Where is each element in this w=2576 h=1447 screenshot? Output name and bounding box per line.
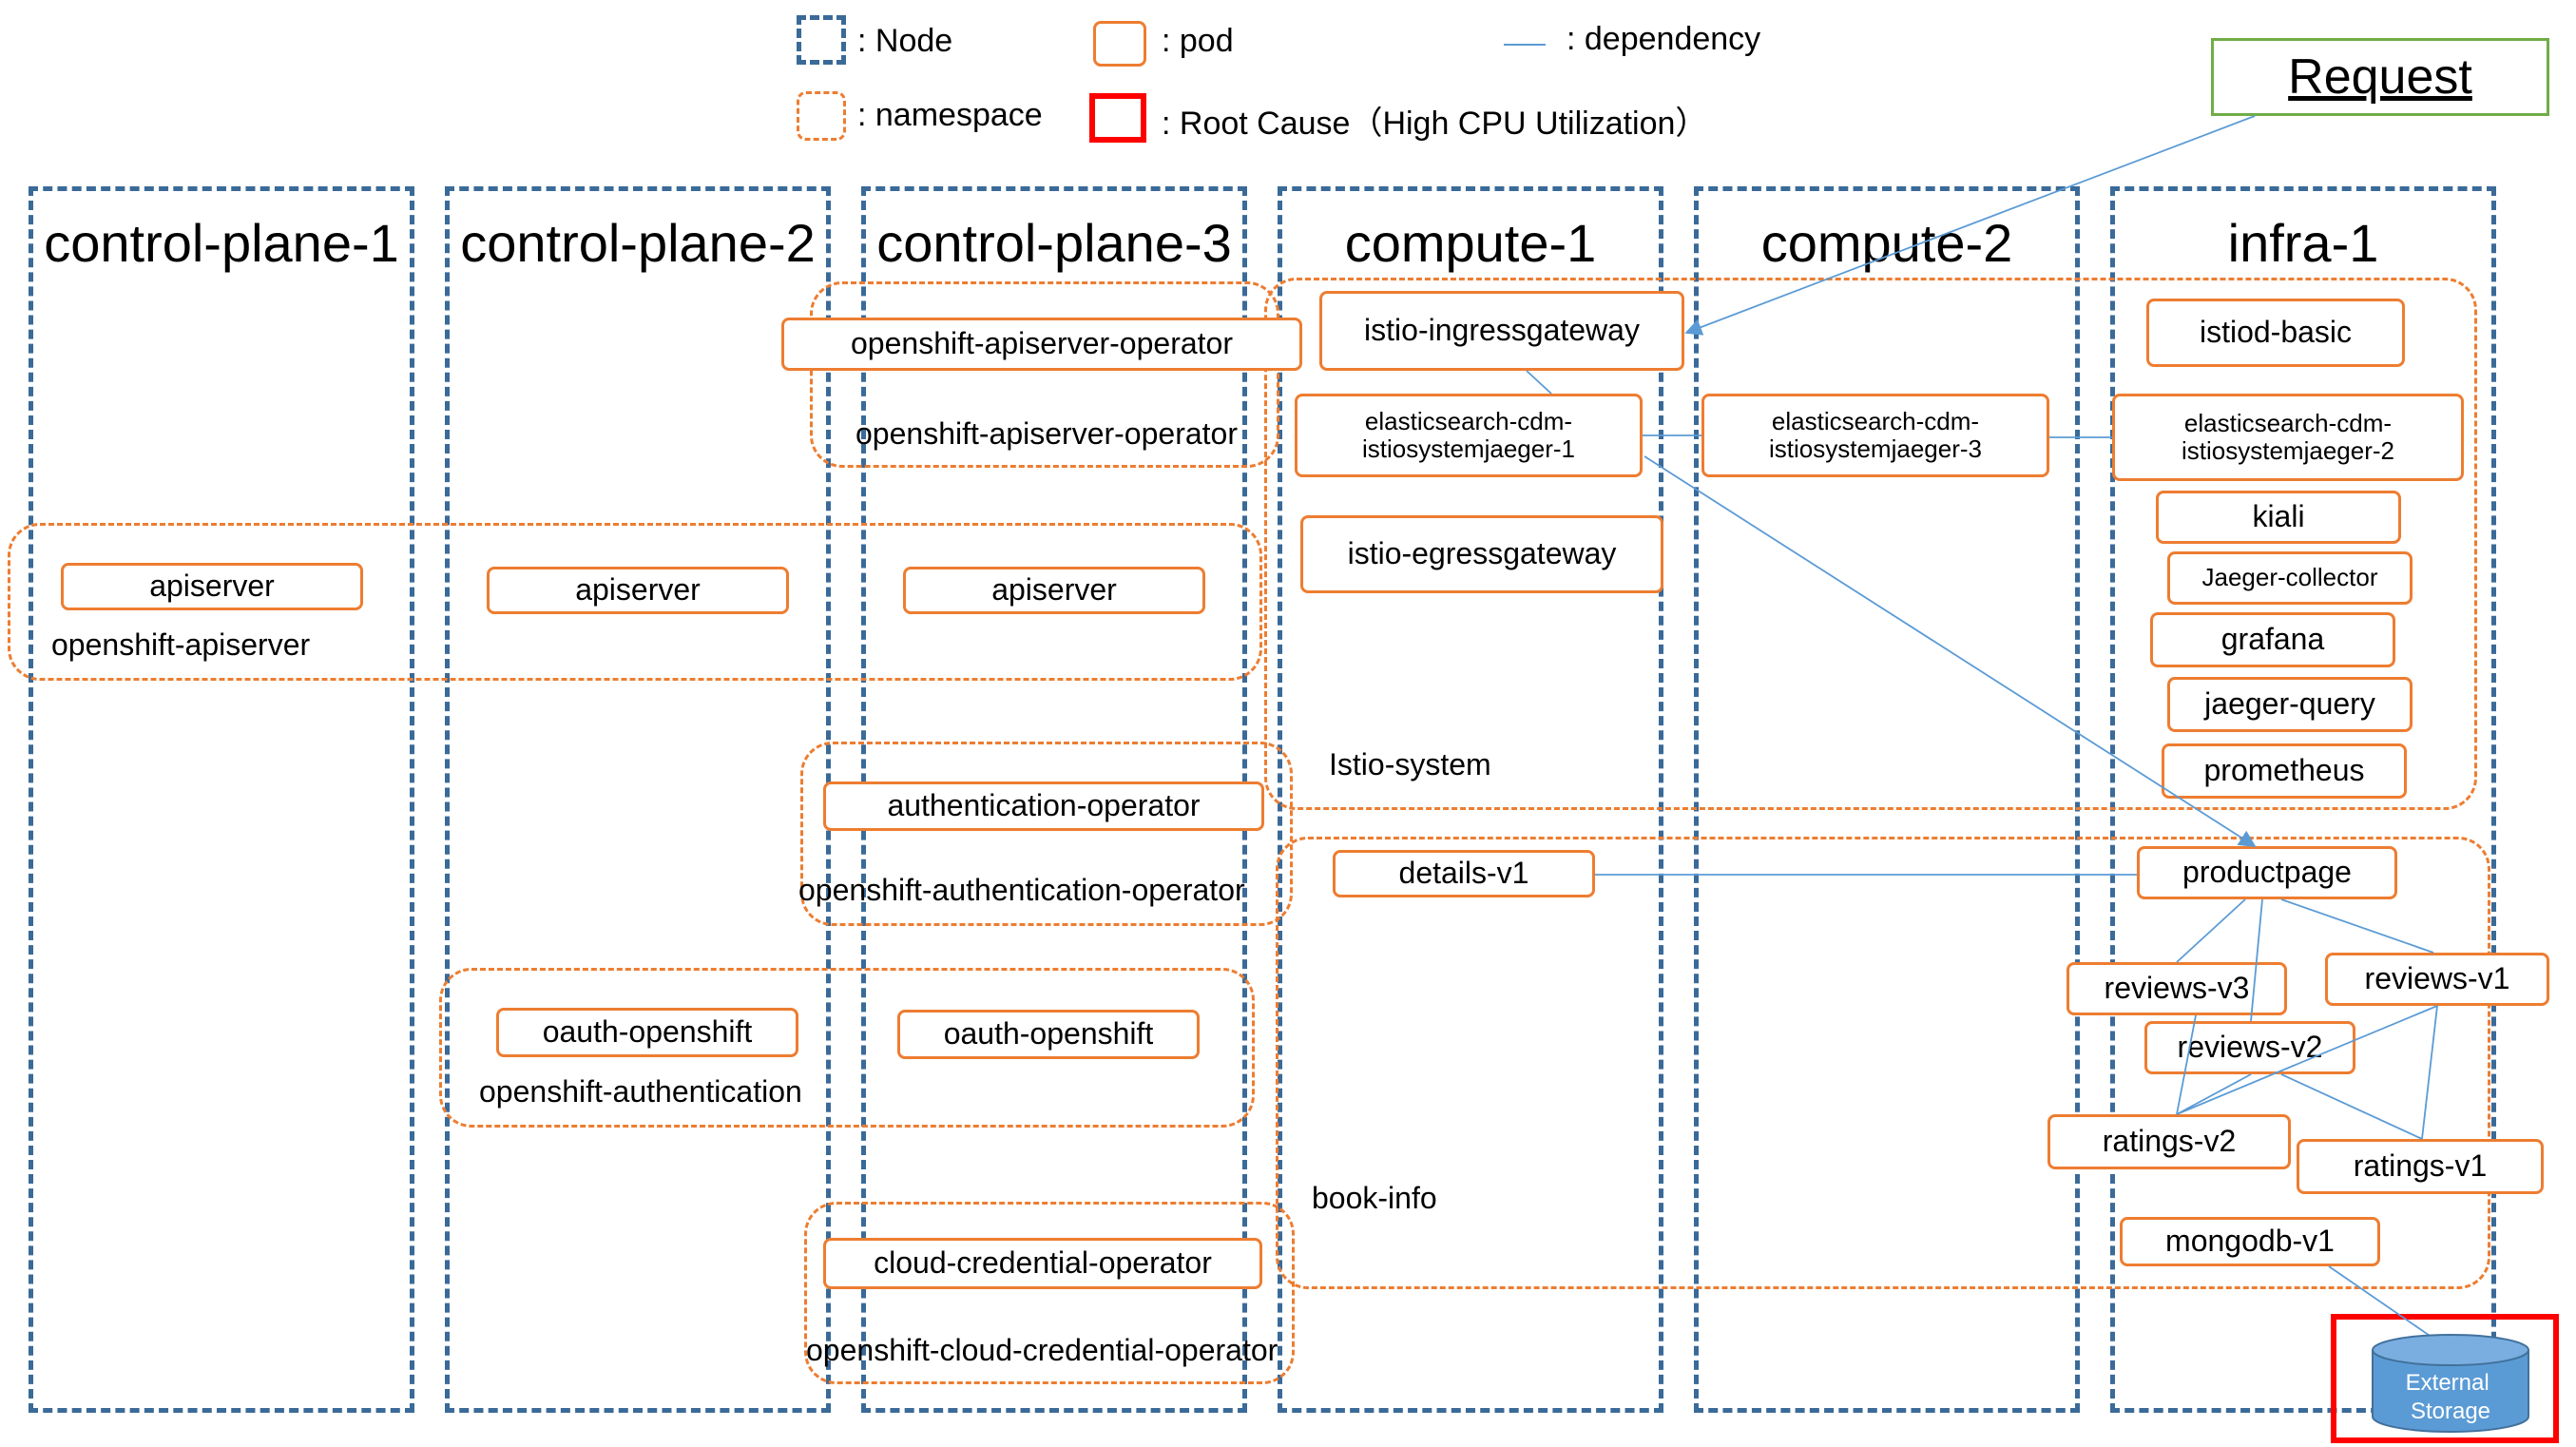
pod-jaeger-query: jaeger-query <box>2167 677 2413 732</box>
namespace-label: Istio-system <box>1329 747 1491 781</box>
namespace-label: book-info <box>1312 1181 1437 1215</box>
node-title: control-plane-1 <box>44 213 399 273</box>
legend-pod-swatch <box>1093 21 1146 67</box>
namespace-label: openshift-apiserver-operator <box>855 416 1238 451</box>
pod-reviews-v1: reviews-v1 <box>2325 953 2549 1006</box>
namespace-openshift-apiserver <box>8 523 1262 681</box>
legend-root-cause-swatch <box>1089 93 1146 143</box>
pod-apiserver-cp3: apiserver <box>903 567 1205 614</box>
pod-istiod-basic: istiod-basic <box>2146 299 2405 367</box>
pod-oauth-openshift-cp2: oauth-openshift <box>496 1008 798 1057</box>
pod-ratings-v2: ratings-v2 <box>2047 1114 2291 1169</box>
namespace-openshift-cloud-credential-operator <box>804 1202 1295 1384</box>
pod-prometheus: prometheus <box>2162 743 2407 799</box>
pod-openshift-apiserver-operator: openshift-apiserver-operator <box>781 318 1302 371</box>
legend-namespace-label: : namespace <box>857 97 1043 133</box>
node-control-plane-1: control-plane-1 <box>29 186 414 1413</box>
pod-grafana: grafana <box>2150 612 2395 667</box>
pod-istio-egressgateway: istio-egressgateway <box>1300 515 1663 593</box>
legend-root-cause-label: : Root Cause（High CPU Utilization） <box>1162 106 1708 142</box>
namespace-label: openshift-apiserver <box>51 627 311 662</box>
pod-istio-ingressgateway: istio-ingressgateway <box>1319 291 1684 371</box>
pod-elasticsearch-cdm-2: elasticsearch-cdm- istiosystemjaeger-2 <box>2112 394 2464 481</box>
root-cause-box <box>2331 1314 2559 1443</box>
pod-ratings-v1: ratings-v1 <box>2297 1139 2544 1194</box>
pod-apiserver-cp2: apiserver <box>487 567 789 614</box>
pod-kiali: kiali <box>2156 491 2401 544</box>
node-title: compute-2 <box>1760 213 2013 273</box>
namespace-openshift-authentication <box>439 968 1255 1128</box>
node-title: infra-1 <box>2227 213 2379 273</box>
legend-namespace-swatch <box>797 91 846 141</box>
pod-authentication-operator: authentication-operator <box>823 781 1264 831</box>
legend-dependency-swatch <box>1504 44 1546 46</box>
request-box: Request <box>2211 38 2549 116</box>
legend-dependency-label: : dependency <box>1567 21 1761 57</box>
pod-reviews-v3: reviews-v3 <box>2067 962 2287 1015</box>
namespace-label: openshift-cloud-credential-operator <box>806 1333 1278 1367</box>
namespace-label: openshift-authentication-operator <box>798 873 1245 907</box>
pod-apiserver-cp1: apiserver <box>61 563 363 610</box>
node-control-plane-2: control-plane-2 <box>445 186 831 1413</box>
legend-node-swatch <box>797 15 846 65</box>
pod-oauth-openshift-cp3: oauth-openshift <box>897 1010 1200 1059</box>
pod-details-v1: details-v1 <box>1333 850 1595 897</box>
node-title: control-plane-2 <box>460 213 816 273</box>
pod-mongodb-v1: mongodb-v1 <box>2120 1217 2380 1266</box>
namespace-openshift-apiserver-operator <box>810 281 1279 468</box>
legend-node-label: : Node <box>857 23 953 59</box>
pod-productpage: productpage <box>2137 846 2397 899</box>
pod-jaeger-collector: Jaeger-collector <box>2167 551 2413 605</box>
namespace-label: openshift-authentication <box>479 1074 802 1109</box>
node-title: control-plane-3 <box>876 213 1232 273</box>
legend-pod-label: : pod <box>1162 23 1234 59</box>
namespace-openshift-authentication-operator <box>800 742 1293 926</box>
pod-cloud-credential-operator: cloud-credential-operator <box>823 1238 1262 1289</box>
pod-elasticsearch-cdm-1: elasticsearch-cdm- istiosystemjaeger-1 <box>1295 394 1643 477</box>
node-title: compute-1 <box>1344 213 1597 273</box>
pod-elasticsearch-cdm-3: elasticsearch-cdm- istiosystemjaeger-3 <box>1701 394 2049 477</box>
pod-reviews-v2: reviews-v2 <box>2144 1021 2355 1074</box>
